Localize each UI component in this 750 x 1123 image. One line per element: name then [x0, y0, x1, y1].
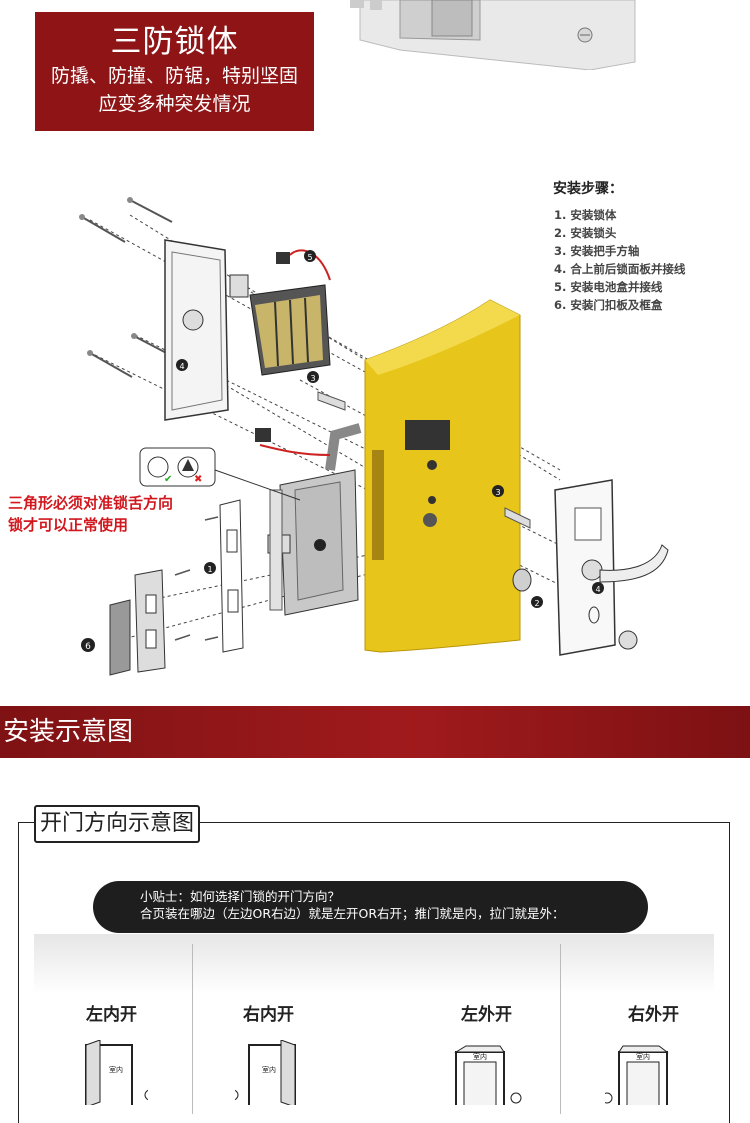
install-step: 2. 安装锁头	[554, 226, 617, 240]
room-label: 室内	[636, 1052, 650, 1061]
tip-banner	[93, 881, 648, 933]
note-line2: 锁才可以正常使用	[8, 516, 129, 534]
door-option-left-inward: 左内开	[86, 1005, 137, 1025]
column-divider	[560, 944, 561, 1114]
callout-4-outer: 4	[595, 585, 600, 594]
feature-description-line1: 防撬、防撞、防锯，特别坚固	[50, 65, 298, 87]
install-steps-list: 1. 安装锁体 2. 安装锁头 3. 安装把手方轴 4. 合上前后锁面板并接线 …	[554, 206, 685, 314]
callout-3-right: 3	[495, 488, 500, 497]
door-option-left-outward: 左外开	[461, 1005, 512, 1025]
install-step: 5. 安装电池盒并接线	[554, 280, 663, 294]
callout-6: 6	[85, 642, 91, 652]
door-option-right-inward: 右内开	[243, 1005, 294, 1025]
door-option-right-outward: 右外开	[628, 1005, 679, 1025]
room-label: 室内	[262, 1065, 276, 1074]
banner-title: 安装示意图	[3, 717, 134, 747]
lock-body-product-image	[350, 0, 636, 70]
door-direction-frame	[18, 822, 730, 1123]
feature-badge: 三防锁体 防撬、防撞、防锯，特别坚固 应变多种突发情况	[35, 12, 314, 131]
triangle-alignment-note: 三角形必须对准锁舌方向 锁才可以正常使用	[8, 492, 228, 536]
column-shading	[34, 934, 714, 994]
install-steps-title: 安装步骤：	[553, 181, 623, 197]
install-step: 1. 安装锁体	[554, 208, 617, 222]
door-right-inward-icon: 室内	[235, 1040, 296, 1105]
feature-description-line2: 应变多种突发情况	[98, 93, 251, 115]
install-step: 3. 安装把手方轴	[554, 244, 640, 258]
section-banner	[0, 706, 750, 758]
door-direction-title: 开门方向示意图	[34, 805, 201, 843]
cross-icon: ✖	[194, 474, 202, 485]
tip-question: 小贴士：如何选择门锁的开门方向？	[140, 889, 341, 904]
callout-5: 5	[307, 253, 312, 262]
callout-2: 2	[534, 599, 539, 608]
door-left-outward-icon: 室内	[454, 1045, 522, 1105]
note-line1: 三角形必须对准锁舌方向	[8, 494, 174, 512]
room-label: 室内	[109, 1065, 123, 1074]
tip-explanation: 合页装在哪边（左边OR右边）就是左开OR右开；推门就是内，拉门就是外：	[140, 906, 565, 921]
room-label: 室内	[473, 1052, 487, 1061]
feature-title: 三防锁体	[110, 24, 239, 60]
door-left-inward-icon: 室内	[85, 1040, 148, 1105]
check-icon: ✔	[164, 474, 172, 485]
install-step: 6. 安装门扣板及框盒	[554, 298, 663, 312]
callout-3-left: 3	[310, 374, 315, 383]
column-divider	[192, 944, 193, 1114]
exploded-installation-diagram: 4 5 3 ✔ ✖ 1 6 4	[79, 197, 669, 676]
install-step: 4. 合上前后锁面板并接线	[554, 262, 686, 276]
door-right-outward-icon: 室内	[605, 1045, 669, 1105]
callout-1: 1	[207, 565, 212, 574]
callout-4-inner: 4	[179, 362, 184, 371]
